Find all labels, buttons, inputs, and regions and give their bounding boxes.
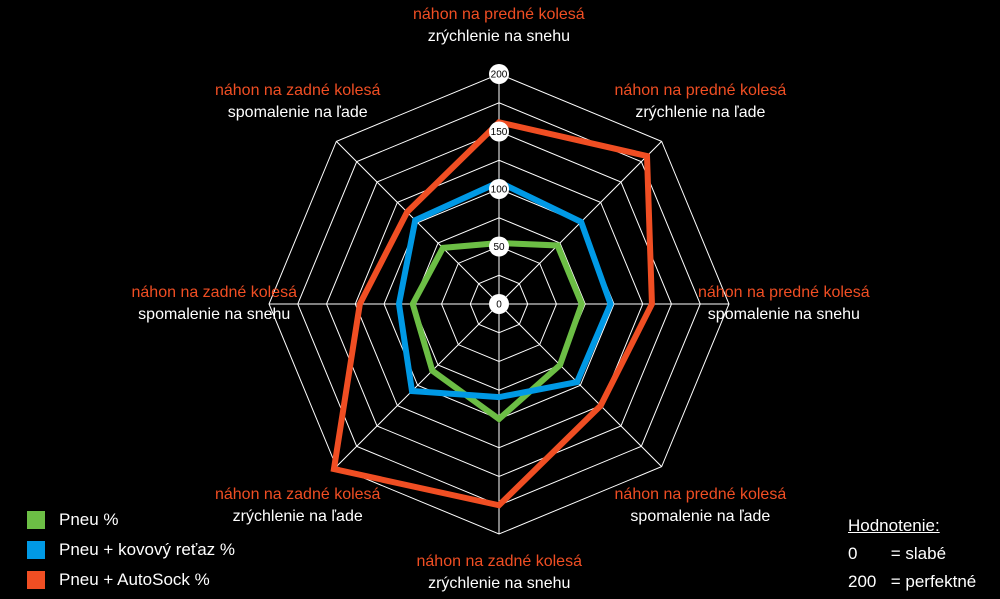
axis-action-1: zrýchlenie na ľade [635,104,766,122]
tick-200: 200 [489,64,509,84]
tick-100: 100 [489,179,509,199]
axis-label-0: náhon na predné kolesá zrýchlenie na sneh… [413,4,585,48]
legend-label-autosock: Pneu + AutoSock % [59,570,210,589]
tick-label-200: 200 [491,70,508,81]
axis-drive-5: náhon na zadné kolesá [214,485,381,503]
tick-0: 0 [489,294,509,314]
tick-label-50: 50 [493,242,505,253]
legend-swatch-autosock [27,571,45,589]
rating-text-min: = slabé [890,544,947,563]
rating-key: Hodnotenie: 0 = slabé 200 = perfektné [848,512,976,596]
axis-label-4: náhon na zadné kolesá zrýchlenie na snehu [417,551,582,595]
axis-drive-6: náhon na zadné kolesá [131,284,297,301]
legend-item-pneu: Pneu % [27,505,235,535]
tick-badge-200 [489,64,509,84]
axis-action-5: zrýchlenie na ľade [232,507,363,525]
rating-row-min: 0 = slabé [848,540,976,568]
series-line-0 [409,240,586,423]
axis-drive-0: náhon na predné kolesá [413,6,585,23]
series-line-2 [330,119,655,509]
grid-spoke-3 [498,303,662,467]
axis-label-7: náhon na zadné kolesá spomalenie na ľade [215,80,380,124]
tick-badge-0 [489,294,509,314]
axis-label-5: náhon na zadné kolesá zrýchlenie na ľade [215,484,380,528]
axis-label-1: náhon na predné kolesá zrýchlenie na ľade [615,80,787,124]
axis-action-0: zrýchlenie na snehu [427,28,570,45]
tick-label-100: 100 [491,185,508,196]
legend: Pneu % Pneu + kovový reťaz % Pneu + Auto… [27,505,235,595]
axis-action-7: spomalenie na ľade [227,104,368,122]
legend-swatch-chain [27,541,45,559]
tick-label-150: 150 [491,127,508,138]
tick-badge-150 [489,121,509,142]
axis-label-6: náhon na zadné kolesá spomalenie na snehu [132,282,297,326]
legend-item-autosock: Pneu + AutoSock % [27,565,235,595]
series-line-1 [395,178,614,401]
axis-drive-1: náhon na predné kolesá [614,82,787,100]
rating-value-min: 0 [848,544,858,563]
axis-label-2: náhon na predné kolesá spomalenie na sneh… [698,282,870,326]
axis-drive-2: náhon na predné kolesá [698,284,870,301]
axis-drive-4: náhon na zadné kolesá [416,553,582,570]
tick-150: 150 [489,121,509,142]
tick-50: 50 [489,236,509,257]
axis-action-4: zrýchlenie na snehu [428,575,571,592]
axis-action-2: spomalenie na snehu [707,306,860,323]
axis-label-3: náhon na predné kolesá spomalenie na ľade [615,484,787,528]
rating-text-max: = perfektné [890,572,977,591]
axis-drive-3: náhon na predné kolesá [614,485,787,503]
rating-row-max: 200 = perfektné [848,568,976,596]
axis-action-3: spomalenie na ľade [630,507,771,525]
axis-action-6: spomalenie na snehu [138,306,291,323]
legend-label-chain: Pneu + kovový reťaz % [59,540,235,559]
tick-badge-100 [489,179,509,199]
legend-item-chain: Pneu + kovový reťaz % [27,535,235,565]
rating-value-max: 200 [848,572,877,591]
tick-label-0: 0 [496,300,502,311]
legend-label-pneu: Pneu % [59,510,119,529]
axis-drive-7: náhon na zadné kolesá [214,82,381,100]
legend-swatch-pneu [27,511,45,529]
grid-spoke-5 [336,303,500,467]
tick-badge-50 [489,236,509,257]
rating-title: Hodnotenie: [848,516,940,535]
